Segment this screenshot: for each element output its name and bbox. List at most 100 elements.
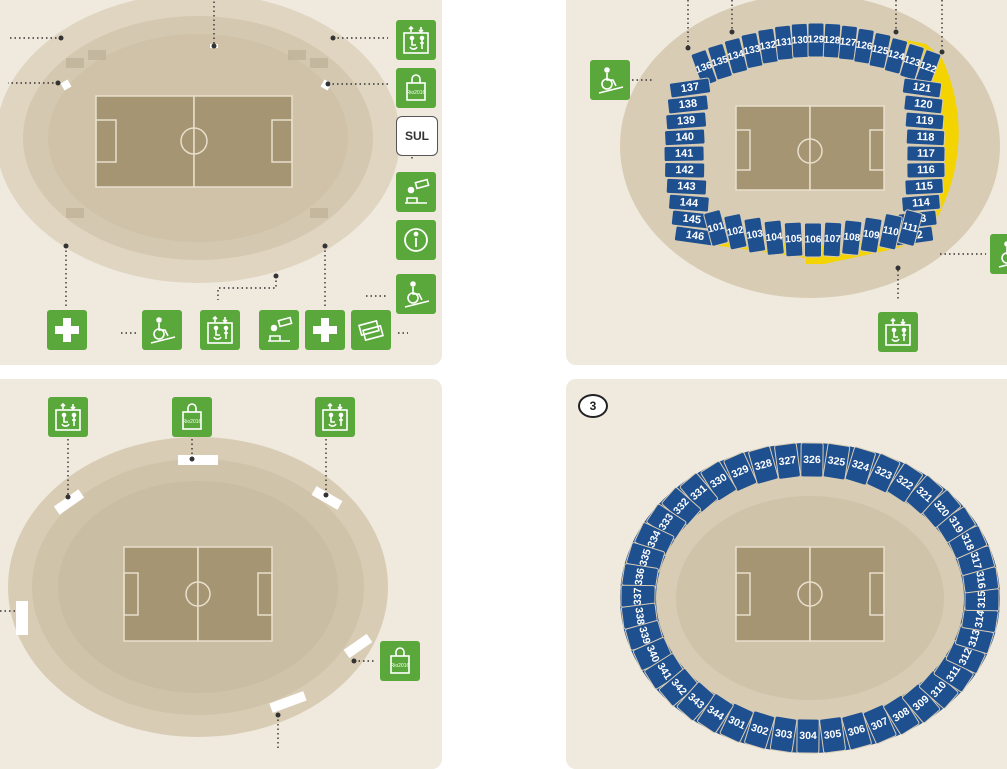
section-block[interactable] [841,711,872,751]
section-block[interactable] [904,111,945,131]
section-334[interactable]: 334 [634,522,675,557]
section-block[interactable] [868,32,892,69]
section-block[interactable] [668,77,712,99]
section-111[interactable]: 111 [897,209,923,247]
section-140[interactable]: 140 [664,128,706,147]
section-block[interactable] [743,216,767,254]
section-108[interactable]: 108 [841,219,863,256]
section-145[interactable]: 145 [670,209,713,230]
section-130[interactable]: 130 [790,22,810,59]
section-319[interactable]: 319 [935,506,976,543]
section-block[interactable] [723,451,758,492]
section-330[interactable]: 330 [700,461,737,502]
section-125[interactable]: 125 [868,32,892,69]
section-110[interactable]: 110 [878,213,903,251]
section-block[interactable] [822,221,843,258]
section-102[interactable]: 102 [723,213,748,251]
section-block[interactable] [774,442,801,480]
section-132[interactable]: 132 [757,27,779,65]
section-306[interactable]: 306 [841,711,872,751]
section-308[interactable]: 308 [883,694,920,735]
section-block[interactable] [676,681,716,721]
section-141[interactable]: 141 [663,145,705,163]
section-block[interactable] [664,128,706,147]
section-342[interactable]: 342 [658,668,699,707]
section-block[interactable] [886,462,923,503]
section-139[interactable]: 139 [665,111,708,131]
section-block[interactable] [663,145,705,163]
section-104[interactable]: 104 [763,219,785,256]
section-block[interactable] [901,77,943,99]
section-137[interactable]: 137 [668,77,712,99]
section-block[interactable] [665,177,708,196]
section-326[interactable]: 326 [800,442,824,478]
section-122[interactable]: 122 [914,49,942,87]
section-block[interactable] [668,193,710,213]
section-block[interactable] [878,213,903,251]
section-303[interactable]: 303 [769,715,798,754]
section-block[interactable] [883,37,909,75]
section-121[interactable]: 121 [901,77,943,99]
section-327[interactable]: 327 [774,442,801,480]
section-block[interactable] [744,710,776,750]
section-block[interactable] [841,219,863,256]
section-138[interactable]: 138 [666,94,709,115]
section-118[interactable]: 118 [905,128,946,147]
section-146[interactable]: 146 [673,225,717,247]
section-block[interactable] [763,219,785,256]
section-129[interactable]: 129 [807,22,825,58]
section-block[interactable] [906,161,946,179]
section-134[interactable]: 134 [723,37,749,75]
section-331[interactable]: 331 [679,472,718,513]
section-101[interactable]: 101 [703,209,729,247]
section-block[interactable] [700,461,737,502]
section-131[interactable]: 131 [774,24,794,61]
section-block[interactable] [883,694,920,735]
section-block[interactable] [905,128,946,147]
section-116[interactable]: 116 [906,161,946,179]
section-block[interactable] [697,693,734,734]
section-block[interactable] [844,446,876,486]
section-311[interactable]: 311 [933,655,974,693]
section-315[interactable]: 315 [964,587,1000,612]
section-337[interactable]: 337 [620,584,656,609]
section-120[interactable]: 120 [903,94,944,115]
section-block[interactable] [703,209,729,247]
section-302[interactable]: 302 [744,710,776,750]
section-127[interactable]: 127 [838,24,858,61]
section-301[interactable]: 301 [719,702,754,743]
section-307[interactable]: 307 [862,704,897,745]
section-block[interactable] [723,213,748,251]
section-block[interactable] [901,193,941,213]
section-block[interactable] [666,94,709,115]
section-block[interactable] [664,161,706,179]
section-126[interactable]: 126 [853,27,875,65]
section-314[interactable]: 314 [961,605,999,633]
section-344[interactable]: 344 [697,693,734,734]
section-321[interactable]: 321 [904,475,944,515]
section-325[interactable]: 325 [822,442,851,481]
section-324[interactable]: 324 [844,446,876,486]
section-333[interactable]: 333 [646,503,687,541]
section-135[interactable]: 135 [707,43,733,81]
section-328[interactable]: 328 [748,445,779,485]
section-318[interactable]: 318 [947,525,988,559]
section-340[interactable]: 340 [632,637,673,671]
section-310[interactable]: 310 [918,670,959,709]
section-119[interactable]: 119 [904,111,945,131]
section-block[interactable] [822,442,851,481]
section-block[interactable] [866,453,901,494]
section-329[interactable]: 329 [723,451,758,492]
section-block[interactable] [862,704,897,745]
section-block[interactable] [897,209,923,247]
section-343[interactable]: 343 [676,681,716,721]
section-124[interactable]: 124 [883,37,909,75]
section-block[interactable] [859,216,883,254]
section-block[interactable] [707,43,733,81]
section-block[interactable] [903,94,944,115]
section-142[interactable]: 142 [664,161,706,179]
section-block[interactable] [804,222,822,258]
section-336[interactable]: 336 [621,563,659,591]
section-109[interactable]: 109 [859,216,883,254]
section-107[interactable]: 107 [822,221,843,258]
